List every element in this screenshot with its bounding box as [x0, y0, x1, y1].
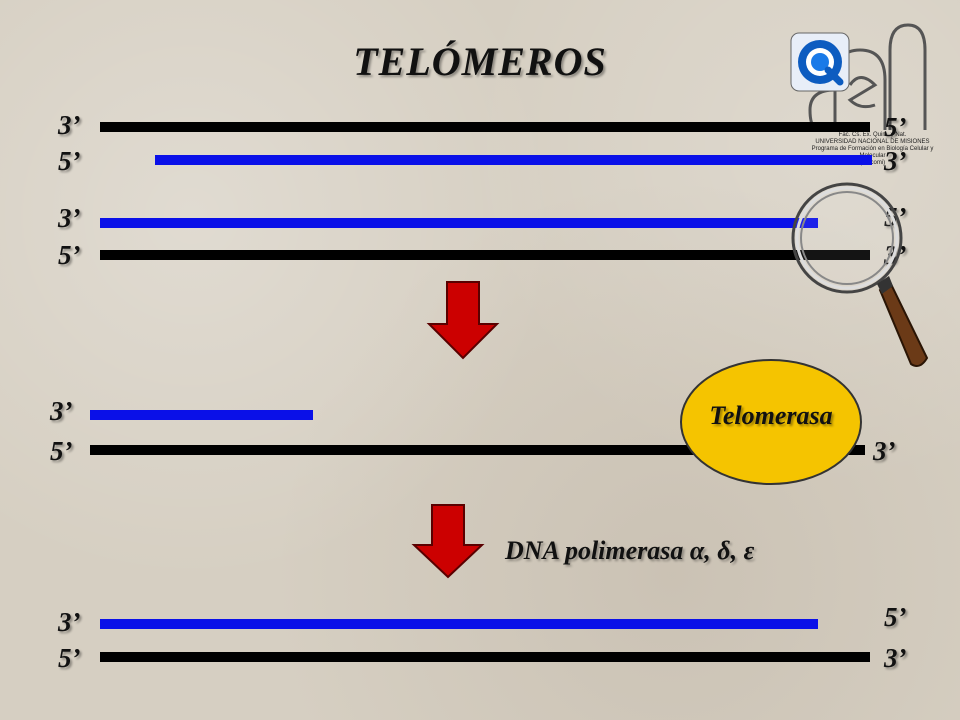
strand-new-short	[90, 410, 313, 420]
strand-template-2b	[100, 250, 870, 260]
magnifying-glass-icon	[785, 178, 935, 378]
label-5prime-4a-right: 5’	[884, 602, 907, 632]
label-3prime-4b-right: 3’	[884, 643, 907, 673]
media-player-icon[interactable]	[790, 32, 850, 92]
label-5prime-2b: 5’	[58, 240, 81, 270]
label-3prime-3a: 3’	[50, 396, 73, 426]
arrow-down-icon-2	[410, 503, 486, 579]
polymerase-label: DNA polimerasa α, δ, ε	[505, 536, 755, 565]
telomerase-enzyme: Telomerasa	[678, 357, 864, 487]
strand-new-1b	[155, 155, 872, 165]
logo-line-4: (Biocomi)	[859, 160, 886, 166]
logo-line-3: Programa de Formación en Biología Celula…	[811, 146, 934, 159]
logo-line-2: UNIVERSIDAD NACIONAL DE MISIONES	[815, 139, 930, 145]
label-3prime-1a: 3’	[58, 110, 81, 140]
label-5prime-1a-right: 5’	[884, 112, 907, 142]
arrow-down-icon-1	[425, 280, 501, 360]
label-3prime-2a: 3’	[58, 203, 81, 233]
telomerase-label: Telomerasa	[709, 401, 833, 430]
label-5prime-1b: 5’	[58, 146, 81, 176]
label-5prime-3b: 5’	[50, 436, 73, 466]
label-5prime-4b: 5’	[58, 643, 81, 673]
label-3prime-1b-right: 3’	[884, 146, 907, 176]
strand-template-3b	[90, 445, 865, 455]
page-title: TELÓMEROS	[353, 39, 607, 84]
logo-line-1: Fac. Cs. Ex. Quim. y Nat.	[838, 132, 907, 138]
label-3prime-4a: 3’	[58, 607, 81, 637]
strand-new-2a	[100, 218, 818, 228]
logo-caption: Fac. Cs. Ex. Quim. y Nat. UNIVERSIDAD NA…	[810, 132, 935, 167]
strand-new-complete	[100, 619, 818, 629]
label-3prime-3b-right: 3’	[873, 436, 896, 466]
strand-template-1a	[100, 122, 870, 132]
strand-template-4b	[100, 652, 870, 662]
